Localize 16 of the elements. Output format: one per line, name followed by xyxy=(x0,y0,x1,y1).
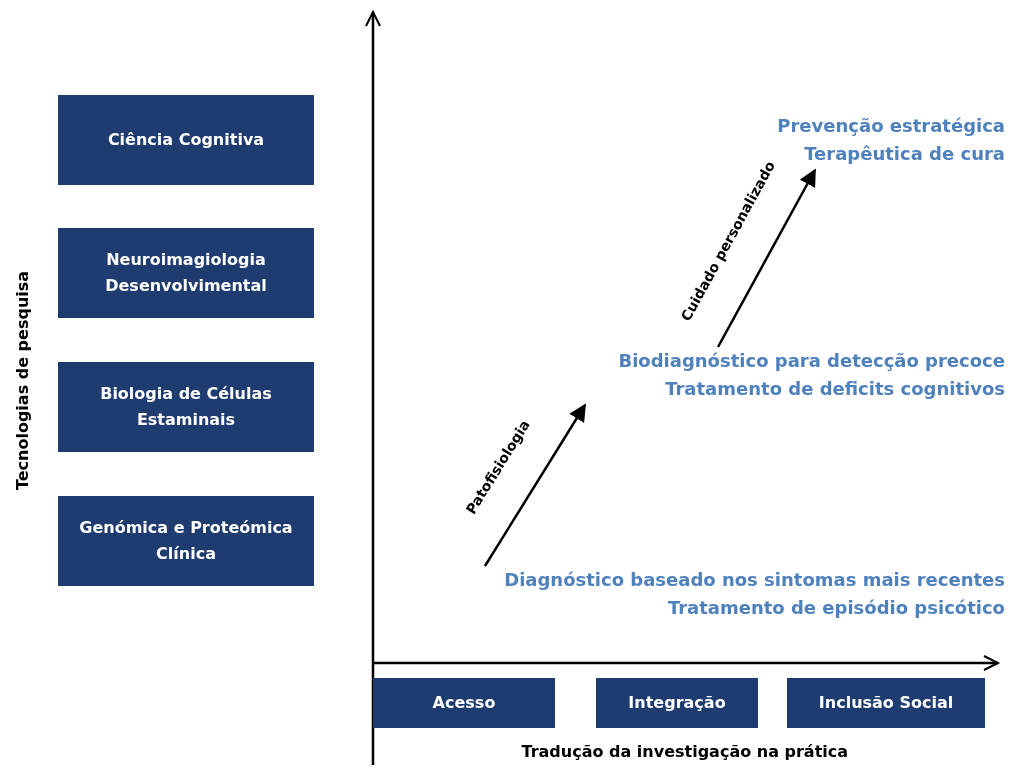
outcome-text: Diagnóstico baseado nos sintomas mais recentes xyxy=(503,568,1005,592)
outcome-text: Tratamento de deficits cognitivos xyxy=(664,377,1005,401)
category-box: Ciência Cognitiva xyxy=(58,95,314,185)
outcome-text: Prevenção estratégica xyxy=(776,114,1005,138)
axis-title: Tradução da investigação na prática xyxy=(521,742,849,761)
category-box: Inclusão Social xyxy=(787,678,985,728)
category-box: Biologia de Células Estaminais xyxy=(58,362,314,452)
category-box: Genómica e Proteómica Clínica xyxy=(58,496,314,586)
arrow xyxy=(716,168,817,348)
arrow xyxy=(483,403,587,567)
category-box: Integração xyxy=(596,678,758,728)
axis-title: Tecnologias de pesquisa xyxy=(12,270,32,490)
outcome-text: Biodiagnóstico para detecção precoce xyxy=(617,349,1005,373)
outcome-text: Tratamento de episódio psicótico xyxy=(666,596,1005,620)
category-box: Neuroimagiologia Desenvolvimental xyxy=(58,228,314,318)
category-box: Acesso xyxy=(373,678,555,728)
